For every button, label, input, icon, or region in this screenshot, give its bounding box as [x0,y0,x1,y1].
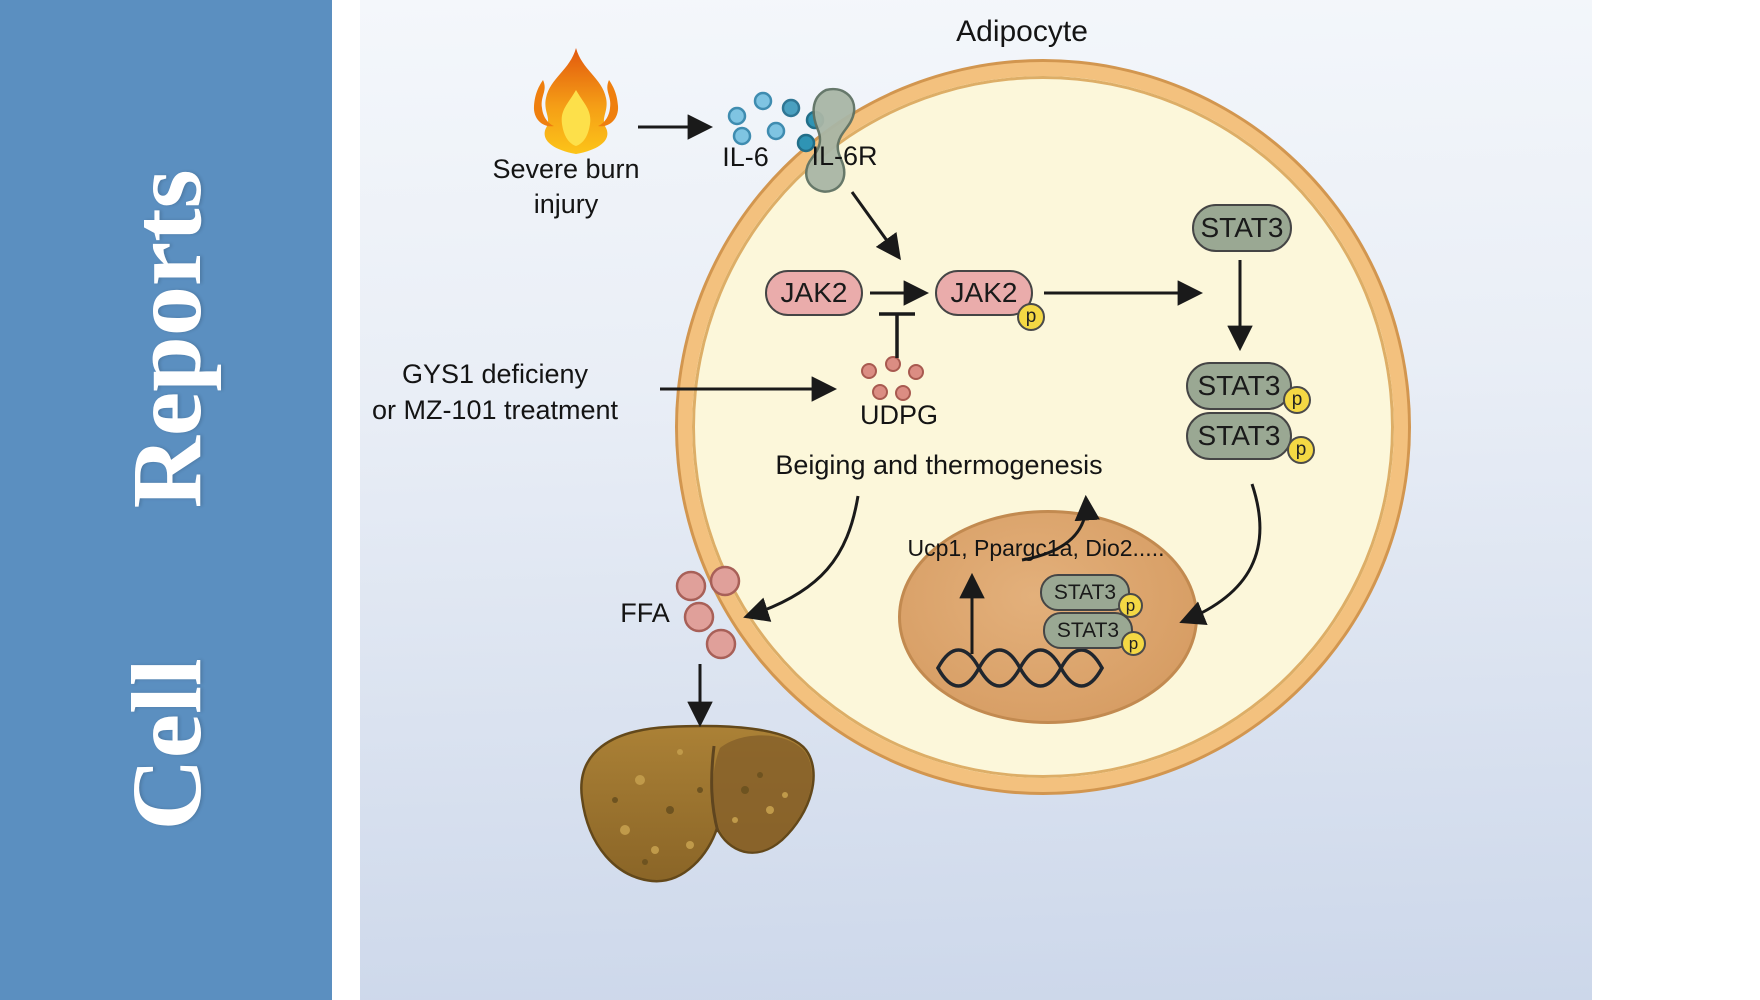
severe-burn-label: Severe burn injury [446,152,686,222]
il6-label: IL-6 [722,142,769,172]
jak2-active-box: JAK2 [935,270,1033,316]
udpg-label: UDPG [859,400,938,430]
adipocyte-title: Adipocyte [956,15,1088,48]
il6r-label: IL-6R [811,141,878,171]
stat3-nuclear-box-2: STAT3 [1043,612,1133,649]
journal-sidebar: Cell Reports [0,0,332,1000]
phospho-badge-nuclear-2: p [1121,631,1146,656]
stat3-nuclear-box-1: STAT3 [1040,574,1130,611]
ffa-label: FFA [620,598,670,628]
severe-burn-line2: injury [533,189,599,219]
gys1-line1: GYS1 deficieny [401,359,589,389]
beiging-thermogenesis-label: Beiging and thermogenesis [775,450,1103,480]
journal-word-cell: Cell [110,658,222,831]
jak2-inactive-box: JAK2 [765,270,863,316]
phospho-badge-jak2: p [1017,303,1045,331]
severe-burn-line1: Severe burn [492,154,640,184]
journal-word-reports: Reports [110,169,222,509]
stat3-dimer-box-2: STAT3 [1186,412,1292,460]
gys1-line2: or MZ-101 treatment [371,395,619,425]
phospho-badge-dimer-1: p [1283,386,1311,414]
target-genes-label: Ucp1, Ppargc1a, Dio2..... [907,535,1165,561]
phospho-badge-dimer-2: p [1287,436,1315,464]
gys1-treatment-label: GYS1 deficieny or MZ-101 treatment [340,356,650,428]
journal-title-vertical: Cell Reports [0,0,332,1000]
stat3-dimer-box-1: STAT3 [1186,362,1292,410]
stat3-box: STAT3 [1192,204,1292,252]
